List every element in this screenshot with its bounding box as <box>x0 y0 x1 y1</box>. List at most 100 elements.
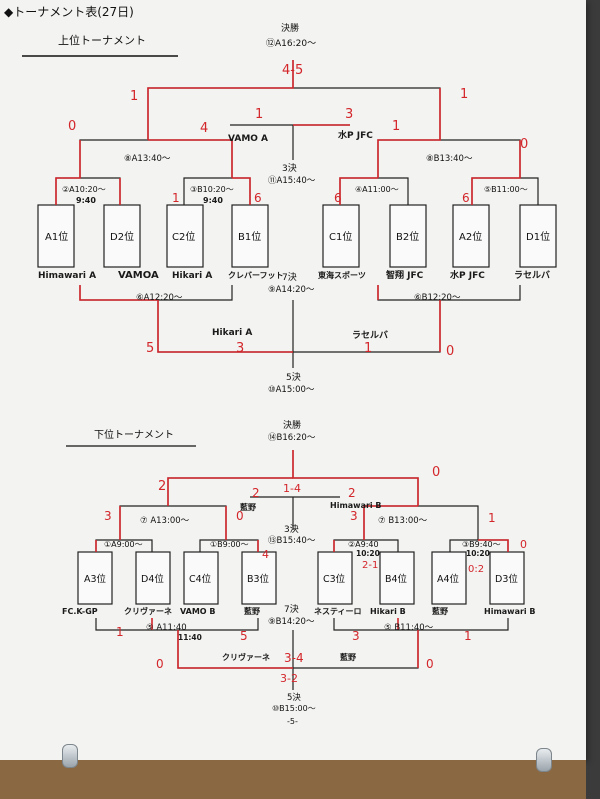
lower-title: 下位トーナメント <box>94 428 174 441</box>
lower-third-slot: ⑬B15:40〜 <box>268 536 316 546</box>
lower-qf-score-a: 3 <box>104 509 112 523</box>
page-number: -5- <box>287 717 298 726</box>
lower-qf-score-g: 0:2 <box>468 564 484 575</box>
upper-final-score: 4-5 <box>282 63 303 78</box>
lower-final-label: 決勝 <box>283 419 301 431</box>
lower-cons-handwritten: 11:40 <box>178 633 202 642</box>
upper-team-6: 智翔 JFC <box>386 269 424 281</box>
upper-fifth-slot: ⑩A15:00〜 <box>268 385 315 395</box>
upper-seventh-label: 7決 <box>282 271 297 283</box>
lower-fifth-score: 3-4 <box>284 651 304 665</box>
lower-seed-5: C3位 <box>323 573 346 585</box>
lower-fin-r: 2 <box>348 486 356 500</box>
upper-finalist-right: 水P JFC <box>338 129 373 141</box>
upper-sf-r1: 1 <box>392 119 400 134</box>
upper-seed-2: D2位 <box>110 230 134 243</box>
upper-team-4: クレバーフット <box>228 270 284 280</box>
lower-team-7: 藍野 <box>432 606 448 616</box>
upper-team-7: 水P JFC <box>450 269 485 281</box>
upper-final-right-score: 3 <box>345 107 353 122</box>
lower-qf4-slot: ③B9:40〜 <box>462 540 501 549</box>
lower-qf-score-c: 3 <box>350 509 358 523</box>
upper-qf3-slot: ④A11:00〜 <box>355 185 399 194</box>
upper-qf1-slot: ②A10:20〜 <box>62 185 106 194</box>
lower-cons-score-d: 1 <box>464 629 472 643</box>
upper-qf-mark-c: 6 <box>334 191 342 205</box>
upper-fifth-team-left: Hikari A <box>212 328 252 338</box>
upper-team-1: Himawari A <box>38 271 96 281</box>
lower-qf3-slot: ②A9:40 <box>348 540 379 549</box>
lower-seed-7: A4位 <box>437 573 460 585</box>
upper-seed-1: A1位 <box>45 230 68 243</box>
lower-cons-right-slot: ⑤ B11:40〜 <box>384 623 434 633</box>
board-frame <box>586 0 600 799</box>
cork-strip <box>0 760 586 799</box>
lower-seed-3: C4位 <box>189 573 212 585</box>
upper-finalist-left: VAMO A <box>228 134 268 144</box>
upper-team-3: Hikari A <box>172 271 212 281</box>
upper-cons-right-slot: ⑥B12:20〜 <box>414 293 461 303</box>
upper-seed-5: C1位 <box>329 230 352 243</box>
upper-fifth-team-right: ラセルバ <box>352 330 388 341</box>
lower-qf-score-b: 0 <box>236 509 244 523</box>
upper-team-2: VAMOA <box>118 270 159 281</box>
lower-red-paths <box>95 450 509 669</box>
lower-qf1-slot: ①A9:00〜 <box>104 540 143 549</box>
lower-qf3-handwritten: 10:20 <box>356 549 380 558</box>
upper-fifth-score-r: 0 <box>446 344 454 359</box>
upper-title: 上位トーナメント <box>58 33 146 47</box>
upper-qf-mark-b: 6 <box>254 191 262 205</box>
lower-fifth-team-right: 藍野 <box>340 652 356 662</box>
lower-finalist-right: Himawari B <box>330 501 382 510</box>
upper-qf1-handwritten: 9:40 <box>76 196 96 205</box>
lower-seed-8: D3位 <box>495 573 518 585</box>
upper-third-label: 3決 <box>282 162 297 174</box>
upper-team-8: ラセルバ <box>514 270 550 281</box>
upper-fifth-score-r2: 1 <box>364 341 372 356</box>
upper-sf-r2: 0 <box>520 137 528 152</box>
lower-qf-score-d: 1 <box>488 511 496 525</box>
upper-team-5: 東海スポーツ <box>318 270 366 280</box>
lower-team-8: Himawari B <box>484 607 536 616</box>
lower-team-3: VAMO B <box>180 607 215 616</box>
lower-qf-score-e: 4 <box>262 548 269 561</box>
lower-cons-score-c: 3 <box>352 629 360 643</box>
upper-qf-mark-a: 1 <box>172 191 180 205</box>
upper-seed-boxes <box>37 204 557 268</box>
upper-qf-mark-d: 6 <box>462 191 470 205</box>
upper-sf-l1: 0 <box>68 119 76 134</box>
lower-fin-l: 2 <box>252 486 260 500</box>
upper-seed-7: A2位 <box>459 230 482 243</box>
lower-semi-right-slot: ⑦ B13:00〜 <box>378 516 428 526</box>
lower-team-4: 藍野 <box>244 606 260 616</box>
lower-fifth-team-left: クリヴァーネ <box>222 652 270 662</box>
lower-team-6: Hikari B <box>370 607 406 616</box>
lower-cons-score-e: 0 <box>156 657 164 671</box>
lower-cons-left-slot: ⑤ A11:40 <box>146 623 187 633</box>
upper-qf4-slot: ⑤B11:00〜 <box>484 185 528 194</box>
upper-semi-right-slot: ⑧B13:40〜 <box>426 154 473 164</box>
lower-qf-score-h: 0 <box>520 538 527 551</box>
upper-seventh-slot: ⑨A14:20〜 <box>268 285 315 295</box>
upper-final-label: 決勝 <box>281 22 299 34</box>
upper-fifth-label: 5決 <box>286 371 301 383</box>
lower-seventh-score: 3-2 <box>280 672 298 685</box>
lower-qf4-handwritten: 10:20 <box>466 549 490 558</box>
upper-score-top-left: 1 <box>130 89 138 104</box>
upper-sf-l2: 4 <box>200 121 208 136</box>
lower-third-label: 3決 <box>284 523 299 535</box>
upper-semi-left-slot: ⑧A13:40〜 <box>124 154 171 164</box>
lower-cons-score-a: 1 <box>116 625 124 639</box>
lower-finalist-left: 藍野 <box>240 502 256 512</box>
lower-seventh-slot: ⑨B14:20〜 <box>268 617 315 627</box>
upper-score-top-right: 1 <box>460 87 468 102</box>
upper-qf2-handwritten: 9:40 <box>203 196 223 205</box>
lower-fifth-slot: ⑩B15:00〜 <box>272 704 316 713</box>
upper-final-slot: ⑫A16:20〜 <box>266 38 316 49</box>
upper-cons-left-slot: ⑥A12:20〜 <box>136 293 183 303</box>
lower-seed-1: A3位 <box>84 573 107 585</box>
sheet-title: ◆トーナメント表(27日) <box>4 5 134 19</box>
lower-team-5: ネスティーロ <box>314 606 362 616</box>
upper-third-slot: ⑪A15:40〜 <box>268 176 316 186</box>
